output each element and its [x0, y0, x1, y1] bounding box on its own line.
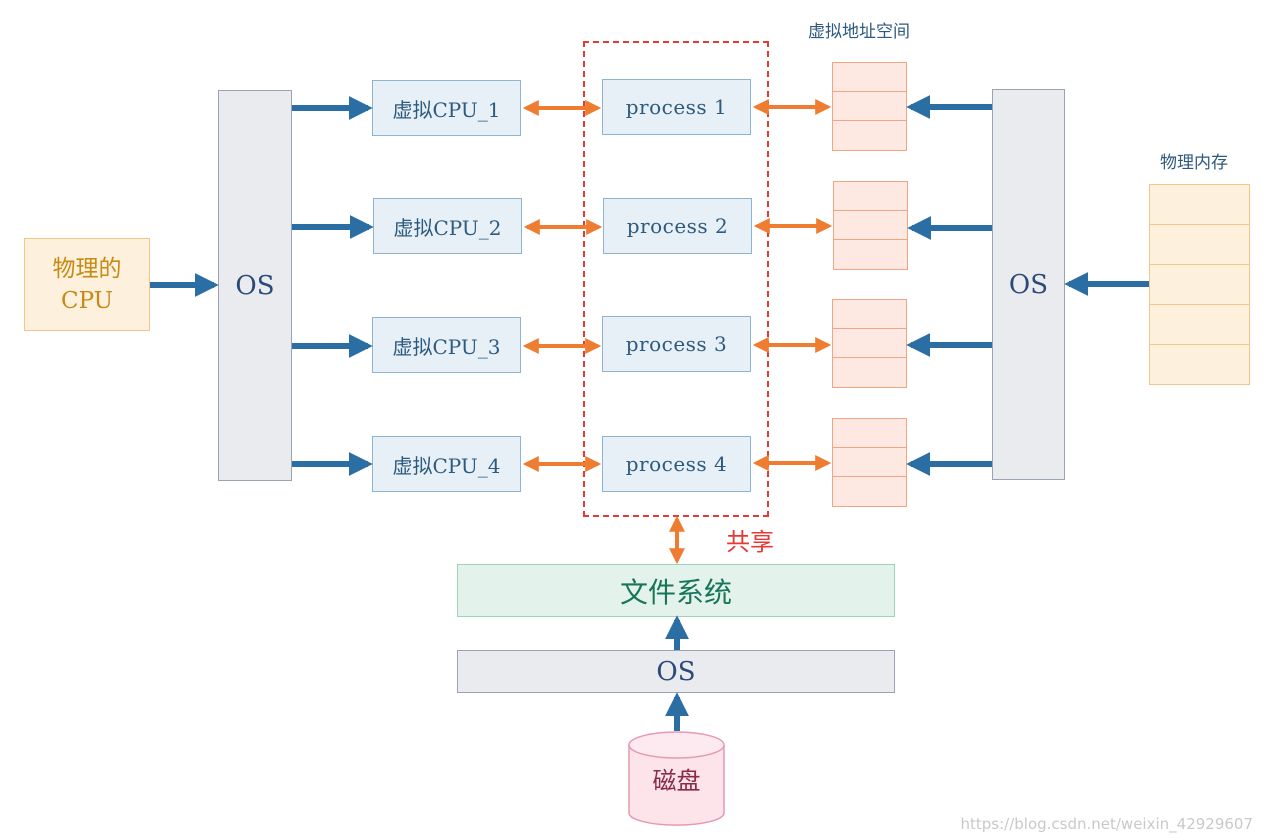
address-cell [833, 419, 906, 448]
process-box: process 3 [602, 316, 751, 372]
address-cell [833, 300, 906, 329]
address-cell [833, 448, 906, 477]
os-box-left: OS [218, 90, 292, 481]
vcpu-box: 虚拟CPU_2 [373, 198, 522, 254]
physical-cpu-box: 物理的 CPU [24, 238, 150, 331]
file-system-label: 文件系统 [619, 575, 732, 609]
physical-memory-label: 物理内存 [1160, 153, 1228, 173]
address-cell [833, 329, 906, 358]
process-box: process 1 [602, 79, 751, 135]
vcpu-label: 虚拟CPU_3 [392, 334, 501, 359]
memory-cell [1150, 305, 1249, 345]
virtual-address-stack [832, 62, 907, 151]
watermark-text: https://blog.csdn.net/weixin_42929607 [960, 815, 1253, 833]
virtual-address-stack [832, 299, 907, 388]
address-cell [834, 182, 907, 211]
virtual-address-space-label: 虚拟地址空间 [808, 22, 910, 42]
os-box-bottom: OS [457, 650, 895, 693]
vcpu-box: 虚拟CPU_1 [372, 80, 521, 136]
disk-cylinder-icon [628, 731, 725, 826]
vcpu-box: 虚拟CPU_4 [372, 436, 521, 492]
process-box: process 4 [602, 436, 751, 492]
vcpu-label: 虚拟CPU_4 [392, 453, 501, 478]
os-right-label: OS [1008, 269, 1049, 300]
process-label: process 2 [626, 214, 729, 238]
disk-label: 磁盘 [652, 766, 701, 795]
physical-memory-stack [1149, 184, 1250, 385]
address-cell [833, 92, 906, 121]
file-system-box: 文件系统 [457, 564, 895, 617]
process-box: process 2 [603, 198, 752, 254]
os-bottom-label: OS [656, 656, 696, 687]
address-cell [833, 63, 906, 92]
virtual-address-stack [833, 181, 908, 270]
memory-cell [1150, 185, 1249, 225]
process-label: process 3 [625, 332, 728, 356]
vcpu-label: 虚拟CPU_2 [393, 215, 502, 240]
vcpu-box: 虚拟CPU_3 [372, 317, 521, 373]
memory-cell [1150, 265, 1249, 305]
process-label: process 1 [625, 95, 728, 119]
os-left-label: OS [235, 270, 275, 301]
address-cell [834, 211, 907, 240]
memory-cell [1150, 225, 1249, 265]
process-label: process 4 [625, 452, 728, 476]
physical-cpu-label-line1: 物理的 [52, 255, 122, 282]
physical-cpu-label-line2: CPU [60, 287, 114, 314]
vcpu-label: 虚拟CPU_1 [392, 97, 501, 122]
virtual-address-stack [832, 418, 907, 507]
share-label: 共享 [726, 528, 774, 556]
